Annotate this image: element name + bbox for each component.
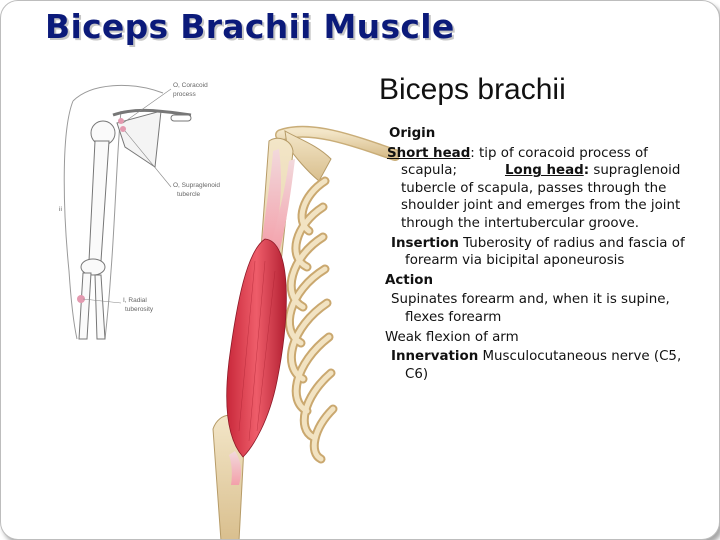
subtitle: Biceps brachii — [379, 73, 566, 107]
label-side-mark: ii — [59, 206, 62, 213]
label-supraglenoid-line2: tubercle — [177, 191, 201, 198]
short-head-label: Short head — [387, 146, 470, 161]
label-coracoid-line1: O, Coracoid — [173, 82, 208, 89]
insertion-paragraph: Insertion Tuberosity of radius and fasci… — [385, 235, 685, 270]
label-radial-line1: I, Radial — [123, 297, 147, 304]
biceps-illustration — [199, 111, 399, 540]
label-radial-line2: tuberosity — [125, 306, 154, 313]
innervation-label: Innervation — [391, 349, 478, 364]
origin-heading: Origin — [385, 125, 685, 143]
label-coracoid-line2: process — [173, 91, 197, 98]
long-head-colon: : — [584, 163, 589, 178]
long-head-label: Long head — [505, 163, 584, 178]
innervation-paragraph: Innervation Musculocutaneous nerve (C5, … — [385, 348, 685, 383]
action-text-1: Supinates forearm and, when it is supine… — [385, 291, 685, 326]
slide-title: Biceps Brachii Muscle — [45, 7, 455, 46]
content-panel: Origin Short head: tip of coracoid proce… — [385, 125, 685, 385]
insertion-label: Insertion — [391, 236, 459, 251]
action-text-2: Weak flexion of arm — [385, 329, 685, 347]
origin-paragraph: Short head: tip of coracoid process of s… — [385, 145, 685, 233]
action-heading: Action — [385, 272, 685, 290]
